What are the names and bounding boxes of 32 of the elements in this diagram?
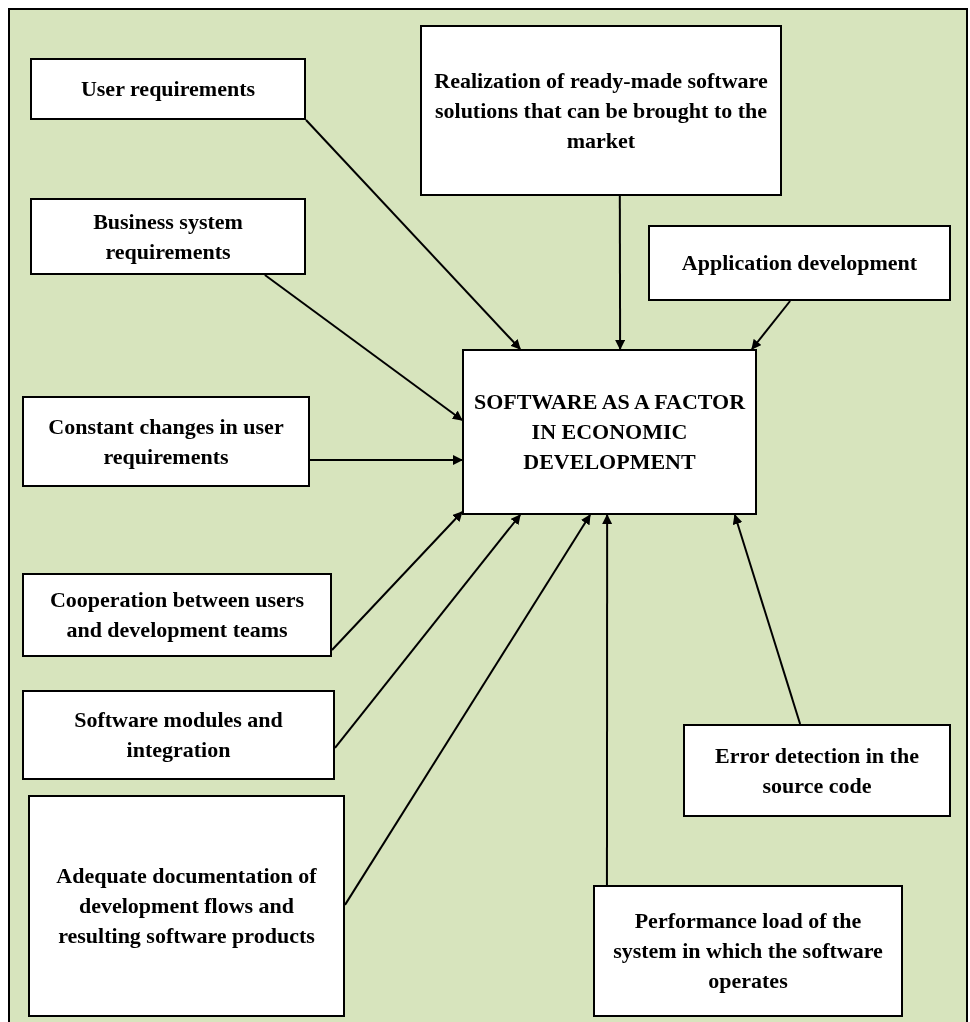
box-label: Software modules and integration [73,706,284,764]
box-label: Realization of ready-made software solutions that can be brought to the market [433,66,769,155]
box-label: Business system requirements [92,207,244,266]
box-label: Constant changes in user requirements [47,412,285,471]
factor-box [648,225,951,301]
box-label: Performance load of the system in which the software operates [612,907,884,995]
factor-box [28,795,345,1017]
arrow [602,514,613,886]
arrow [331,511,463,652]
arrow [263,274,463,422]
central-box [462,349,757,515]
factor-box [683,724,951,817]
factor-box [420,25,782,196]
arrow [751,300,792,350]
box-label: Cooperation between users and development teams [48,586,306,644]
factor-box [22,573,332,657]
arrow [732,514,802,725]
factor-box [30,198,306,275]
factor-box [22,396,310,487]
box-label: User requirements [80,75,256,103]
factor-box [593,885,903,1017]
arrow [344,514,592,906]
box-label: Adequate documentation of development flows and resulting software products [55,862,318,950]
arrow [305,119,522,350]
box-label: SOFTWARE AS A FACTOR IN ECONOMIC DEVELOPMENT [472,388,747,476]
factor-box [22,690,335,780]
box-label: Application development [681,249,918,277]
arrow [615,195,626,350]
box-label: Error detection in the source code [714,741,920,800]
arrow [309,455,463,466]
factor-box [30,58,306,120]
arrow [334,514,522,749]
